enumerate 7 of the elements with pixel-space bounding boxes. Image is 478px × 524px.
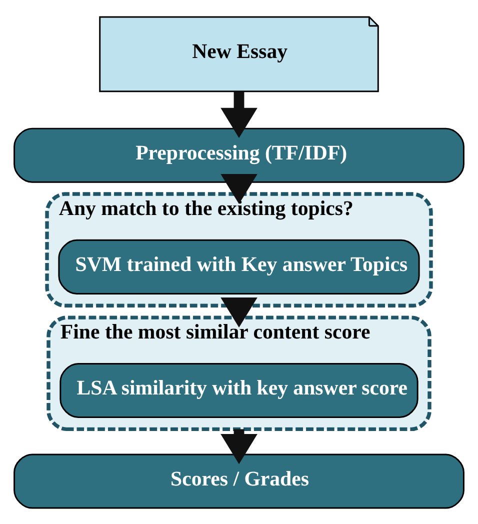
- node-box: SVM trained with Key answer Topics: [58, 238, 420, 294]
- arrow: [220, 428, 258, 464]
- arrow: [220, 173, 258, 204]
- arrow: [220, 91, 258, 138]
- arrow: [220, 296, 258, 328]
- node-box: LSA similarity with key answer score: [60, 362, 418, 418]
- node-box: Scores / Grades: [14, 453, 464, 508]
